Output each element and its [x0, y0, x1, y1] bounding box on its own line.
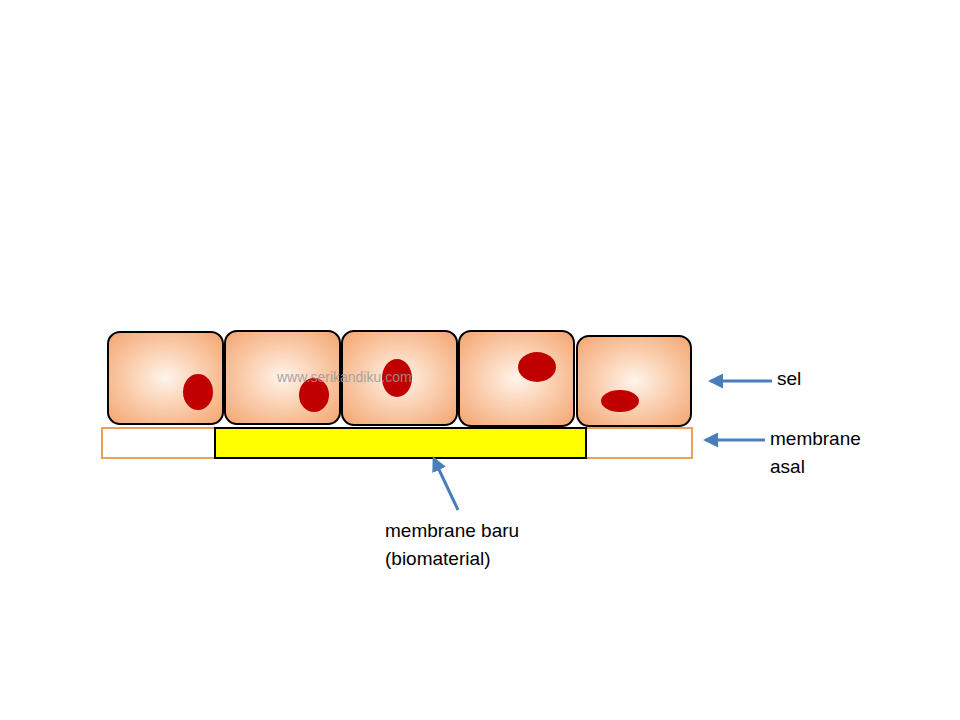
part-label: membrane baru (biomaterial)	[385, 517, 545, 573]
nucleus	[601, 390, 639, 412]
leader-arrow	[434, 459, 458, 510]
nucleus	[183, 374, 213, 410]
cell	[459, 331, 574, 426]
biomaterial-membrane	[215, 428, 586, 458]
watermark: www.serikandiku.com	[277, 369, 412, 385]
part-label: sel	[777, 365, 801, 393]
original-membrane	[102, 428, 692, 458]
nucleus	[518, 352, 556, 382]
nuclei	[183, 352, 639, 412]
leader-arrows	[434, 381, 772, 510]
cell	[108, 332, 223, 424]
cell	[577, 336, 691, 426]
part-label: membrane asal	[770, 425, 880, 481]
leader-arrow	[711, 380, 772, 383]
leader-arrow	[706, 439, 765, 442]
cells	[108, 331, 691, 426]
